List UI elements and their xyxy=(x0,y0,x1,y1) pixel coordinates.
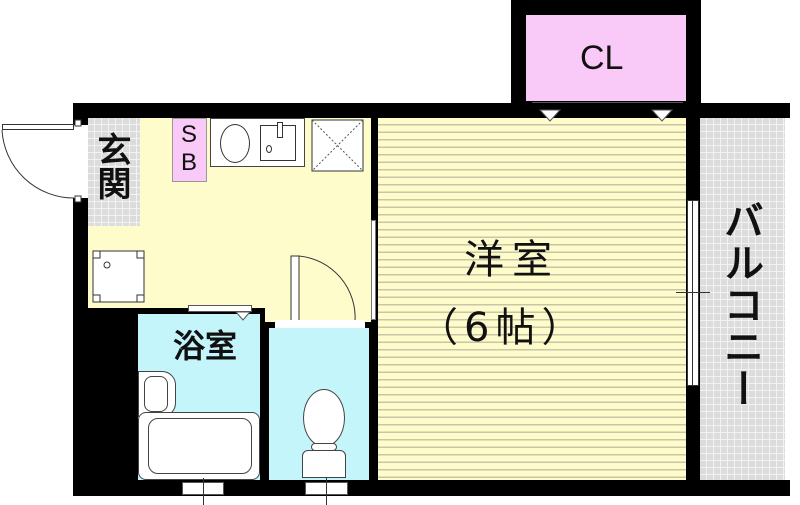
drain-icon xyxy=(266,145,272,153)
entrance-label: 玄関 xyxy=(91,132,131,200)
faucet-icon xyxy=(277,122,283,138)
balcony-window[interactable] xyxy=(687,200,699,386)
western-room-size: （6帖） xyxy=(418,305,588,351)
bathroom-label: 浴室 xyxy=(173,327,238,365)
balcony-rail xyxy=(785,118,790,480)
toilet-tank-icon xyxy=(302,450,346,478)
sliding-door[interactable] xyxy=(371,220,376,320)
shoe-box: SB xyxy=(172,118,207,182)
shoe-box-label: SB xyxy=(181,121,198,176)
closet-room: CL xyxy=(526,15,686,101)
bathtub-icon xyxy=(138,412,260,480)
entrance-opening xyxy=(73,125,88,198)
toilet-window-line xyxy=(326,478,327,505)
balcony: バルコニー xyxy=(700,118,785,480)
bathroom-door[interactable] xyxy=(188,305,252,312)
entrance-door[interactable] xyxy=(2,124,74,130)
closet-label: CL xyxy=(580,39,624,77)
stove-burner-icon xyxy=(220,124,250,163)
western-room: 洋室 （6帖） xyxy=(378,118,686,480)
balcony-window-divider xyxy=(692,200,693,386)
bathtub-inner xyxy=(148,418,252,474)
wash-basin-inner xyxy=(144,376,168,412)
toilet-door[interactable] xyxy=(275,320,365,328)
balcony-label: バルコニー xyxy=(717,200,763,410)
entrance: 玄関 xyxy=(88,118,140,226)
western-room-label: 洋室 xyxy=(464,237,560,283)
window-center-mark xyxy=(676,292,710,293)
toilet-bowl-icon xyxy=(303,389,345,447)
bathroom-window-line xyxy=(203,478,204,505)
